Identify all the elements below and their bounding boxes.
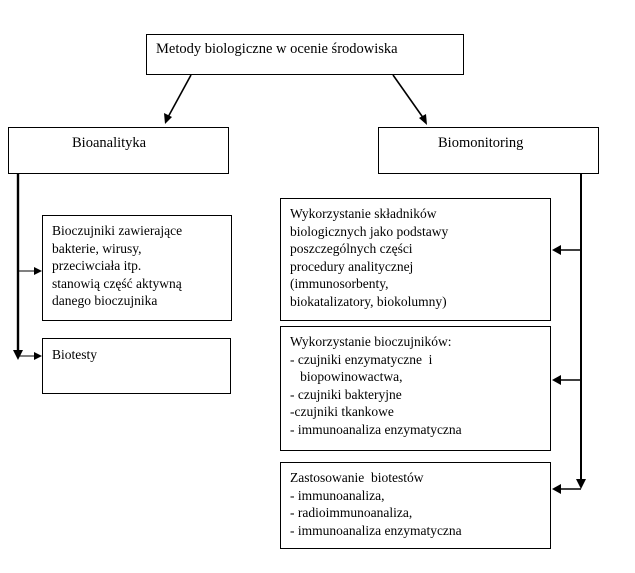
arrowhead-right-biotesty bbox=[552, 484, 561, 494]
arrowhead-biomonitoring bbox=[419, 114, 427, 125]
text-line: biologicznych jako podstawy bbox=[290, 223, 449, 239]
text-line: - immunoanaliza, bbox=[290, 487, 385, 503]
text-line: przeciwciała itp. bbox=[52, 258, 142, 273]
text-line: biokatalizatory, biokolumny) bbox=[290, 293, 447, 309]
arrowhead-left-bioczujniki bbox=[34, 267, 42, 275]
right-item-skladniki-text: Wykorzystanie składników biologicznych j… bbox=[290, 205, 448, 310]
right-item-bioczujniki-box: Wykorzystanie bioczujników: - czujniki e… bbox=[280, 326, 551, 451]
arrowhead-right-skladniki bbox=[552, 245, 561, 255]
text-line: danego bioczujnika bbox=[52, 293, 158, 308]
text-line: - immunoanaliza enzymatyczna bbox=[290, 522, 462, 538]
text-line: - czujniki bakteryjne bbox=[290, 386, 402, 402]
text-line: - radioimmunoanaliza, bbox=[290, 505, 413, 520]
text-line: - immunoanaliza enzymatyczna bbox=[290, 421, 462, 437]
biomonitoring-box: Biomonitoring bbox=[378, 127, 599, 174]
text-line: bakterie, wirusy, bbox=[52, 240, 142, 256]
text-line: (immunosorbenty, bbox=[290, 276, 389, 291]
left-item-biotesty-text: Biotesty bbox=[52, 346, 97, 364]
text-line: Wykorzystanie składników bbox=[290, 206, 437, 221]
text-line: - czujniki enzymatyczne i bbox=[290, 351, 433, 367]
bioanalityka-box: Bioanalityka bbox=[8, 127, 229, 174]
connector-root-to-bioanalityka bbox=[166, 74, 192, 120]
text-line: stanowią część aktywną bbox=[52, 275, 182, 291]
root-title: Metody biologiczne w ocenie środowiska bbox=[156, 41, 398, 57]
arrowhead-left-biotesty bbox=[34, 352, 42, 360]
biomonitoring-title: Biomonitoring bbox=[438, 135, 524, 151]
right-item-bioczujniki-text: Wykorzystanie bioczujników: - czujniki e… bbox=[290, 333, 462, 438]
text-line: biopowinowactwa, bbox=[290, 369, 403, 384]
left-item-biotesty-box: Biotesty bbox=[42, 338, 231, 394]
text-line: Bioczujniki zawierające bbox=[52, 223, 183, 238]
text-line: Zastosowanie biotestów bbox=[290, 470, 424, 485]
left-item-bioczujniki-text: Bioczujniki zawierające bakterie, wirusy… bbox=[52, 222, 182, 310]
text-line: Wykorzystanie bioczujników: bbox=[290, 334, 452, 349]
left-item-bioczujniki-box: Bioczujniki zawierające bakterie, wirusy… bbox=[42, 215, 232, 321]
arrowhead-left-trunk-down bbox=[13, 350, 23, 360]
right-item-biotesty-box: Zastosowanie biotestów - immunoanaliza, … bbox=[280, 462, 551, 549]
connector-root-to-biomonitoring bbox=[392, 74, 425, 120]
arrowhead-right-bioczujniki bbox=[552, 375, 561, 385]
right-item-skladniki-box: Wykorzystanie składników biologicznych j… bbox=[280, 198, 551, 321]
text-line: Biotesty bbox=[52, 347, 98, 362]
text-line: -czujniki tkankowe bbox=[290, 404, 394, 419]
arrowhead-bioanalityka bbox=[164, 113, 172, 124]
text-line: poszczególnych części bbox=[290, 241, 413, 256]
root-box: Metody biologiczne w ocenie środowiska bbox=[146, 34, 464, 75]
arrowhead-right-trunk-down bbox=[576, 479, 586, 489]
right-item-biotesty-text: Zastosowanie biotestów - immunoanaliza, … bbox=[290, 469, 462, 539]
text-line: procedury analitycznej bbox=[290, 258, 414, 274]
bioanalityka-title: Bioanalityka bbox=[72, 135, 147, 151]
